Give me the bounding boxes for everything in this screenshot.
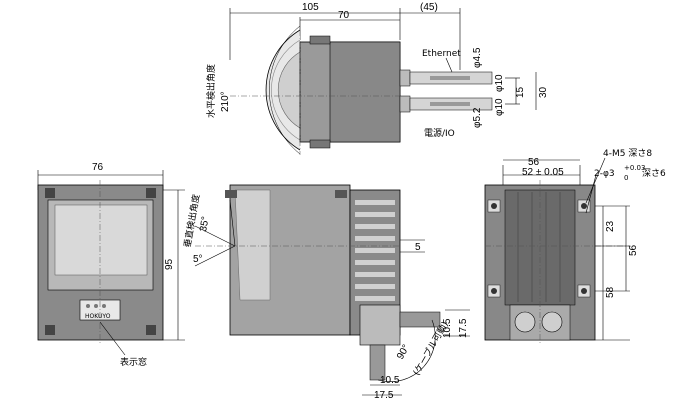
label-pin-hole: 2-φ3 (594, 169, 615, 179)
back-view: 56 52 ± 0.05 4-M5 深さ8 2-φ3 +0.03 0 深さ6 (484, 148, 666, 345)
dim-23: 23 (605, 220, 616, 232)
label-depth6: 深さ6 (642, 168, 666, 179)
label-display-window: 表示窓 (120, 356, 147, 368)
front-view: 76 HOKUYO 95 表示窓 (37, 162, 185, 368)
dim-52: 52 ± 0.05 (522, 167, 564, 178)
label-m5: 4-M5 深さ8 (603, 148, 652, 159)
dim-17-5-right: 17.5 (458, 318, 469, 338)
dia-power: φ5.2 (472, 107, 483, 128)
tol-plus: +0.03 (624, 164, 645, 172)
dim-17-5-bottom: 17.5 (374, 390, 394, 400)
dia-ethernet: φ4.5 (472, 47, 483, 68)
angle-vertical: 35° (198, 216, 211, 233)
dim-overall-length: 105 (302, 2, 319, 13)
angle-horizontal: 210° (220, 91, 231, 112)
dim-front-width: 76 (92, 162, 104, 173)
dim-front-height: 95 (164, 258, 175, 270)
top-view: 105 (45) 70 水平検出角度 210° Ethernet φ4.5 φ1… (205, 2, 549, 155)
dim-10-5-right: 10.5 (442, 318, 453, 338)
dim-56-top: 56 (528, 157, 540, 168)
label-horizontal-angle: 水平検出角度 (205, 64, 217, 118)
dia-conn1: φ10 (494, 74, 505, 92)
dim-cable-length: (45) (420, 2, 438, 13)
dia-conn2: φ10 (494, 98, 505, 116)
cooling-fins (355, 200, 395, 301)
hokuyo-logo: HOKUYO (85, 313, 111, 320)
angle-cable: 90° (395, 343, 412, 362)
dim-5-right: 5 (415, 242, 421, 253)
side-view: 垂直検出角度 35° 5° 5 90° (ケーブル可動) 10.5 17.5 1… (181, 184, 470, 400)
dim-body-length: 70 (338, 10, 350, 21)
label-power-io: 電源/IO (424, 128, 455, 139)
dim-15: 15 (515, 86, 526, 98)
tol-zero: 0 (624, 174, 628, 182)
label-ethernet: Ethernet (422, 49, 461, 59)
dim-56-side: 56 (628, 244, 639, 256)
angle-5-left: 5° (193, 254, 203, 265)
dim-30: 30 (538, 86, 549, 98)
dim-10-5-bottom: 10.5 (380, 375, 400, 386)
dim-58: 58 (605, 286, 616, 298)
